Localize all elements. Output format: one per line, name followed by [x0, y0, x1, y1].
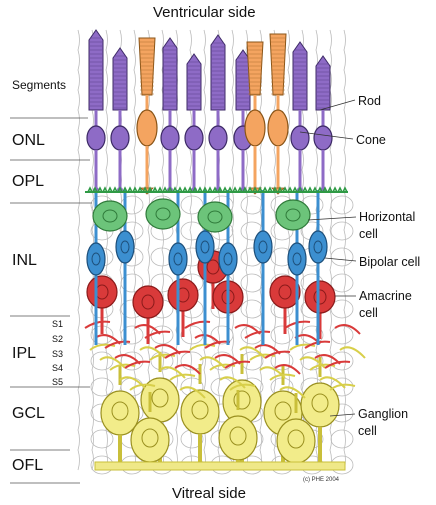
- mesh-cell: [331, 274, 353, 292]
- ganglion-cell: [301, 383, 339, 427]
- sublayer-label-s2: S2: [52, 335, 63, 344]
- sublayer-label-s3: S3: [52, 350, 63, 359]
- ganglion-process: [200, 357, 225, 368]
- photoreceptors: [87, 30, 332, 194]
- amacrine-process: [325, 362, 350, 368]
- layer-label-opl: OPL: [12, 174, 44, 190]
- amacrine-process: [205, 342, 230, 348]
- mesh-cell: [241, 196, 263, 214]
- label-amacrine-line2: cell: [359, 306, 378, 320]
- bipolar-cell: [169, 243, 187, 275]
- label-pointer-line: [308, 217, 356, 220]
- horizontal-cell: [146, 199, 180, 229]
- layer-label-onl: ONL: [12, 133, 45, 149]
- sublayer-label-s4: S4: [52, 364, 63, 373]
- mesh-cell: [91, 352, 113, 370]
- layer-label-gcl: GCL: [12, 406, 45, 422]
- horizontal-cell: [276, 200, 310, 230]
- ganglion-process: [340, 347, 365, 358]
- optic-fiber-bundle: [95, 462, 345, 470]
- sublayer-label-s5: S5: [52, 378, 63, 387]
- cone-soma: [137, 110, 157, 146]
- ventricular-side-title: Ventricular side: [153, 5, 256, 20]
- ganglion-process: [260, 367, 285, 378]
- layer-label-ofl: OFL: [12, 458, 43, 474]
- label-bipolar: Bipolar cell: [359, 255, 420, 269]
- rod-soma: [161, 126, 179, 150]
- rod-soma: [111, 126, 129, 150]
- mesh-strand: [78, 30, 80, 470]
- label-cone: Cone: [356, 133, 386, 147]
- ganglion-cell: [277, 419, 315, 463]
- amacrine-cell: [305, 281, 335, 313]
- amacrine-process: [125, 362, 150, 368]
- rod-outer-segment: [113, 48, 127, 110]
- mesh-cell: [241, 300, 263, 318]
- mesh-cell: [91, 430, 113, 448]
- mesh-cell: [331, 248, 353, 266]
- vitreal-side-title: Vitreal side: [172, 486, 246, 501]
- rod-soma: [314, 126, 332, 150]
- rod-soma: [87, 126, 105, 150]
- bipolar-cell: [254, 231, 272, 263]
- amacrine-cell: [133, 286, 163, 318]
- ganglion-cell: [219, 416, 257, 460]
- bipolar-cell: [288, 243, 306, 275]
- mesh-cell: [91, 378, 113, 396]
- bipolar-cell: [219, 243, 237, 275]
- horizontal-cell: [93, 201, 127, 231]
- amacrine-process: [335, 325, 360, 334]
- label-amacrine-line1: Amacrine: [359, 289, 412, 303]
- rod-outer-segment: [293, 42, 307, 110]
- layer-label-segments: Segments: [12, 79, 66, 91]
- mesh-cell: [241, 274, 263, 292]
- mesh-cell: [331, 196, 353, 214]
- amacrine-process: [225, 362, 250, 368]
- bipolar-cell: [309, 231, 327, 263]
- sublayer-label-s1: S1: [52, 320, 63, 329]
- mesh-cell: [331, 326, 353, 344]
- bipolar-cell: [87, 243, 105, 275]
- rod-soma: [209, 126, 227, 150]
- horizontal-cell: [198, 202, 232, 232]
- label-horizontal-line1: Horizontal: [359, 210, 415, 224]
- layer-label-ipl: IPL: [12, 346, 36, 362]
- bipolar-cell: [116, 231, 134, 263]
- label-ganglion-line1: Ganglion: [358, 407, 408, 421]
- copyright-note: (c) PHE 2004: [303, 477, 339, 483]
- rod-soma: [185, 126, 203, 150]
- amacrine-cell: [87, 276, 117, 308]
- label-rod: Rod: [358, 94, 381, 108]
- label-pointer-line: [325, 258, 356, 261]
- cone-outer-segment: [139, 38, 155, 95]
- amacrine-process: [245, 332, 270, 338]
- label-horizontal-line2: cell: [359, 227, 378, 241]
- cone-soma: [268, 110, 288, 146]
- cone-soma: [245, 110, 265, 146]
- ganglion-cell: [131, 418, 169, 462]
- mesh-cell: [271, 326, 293, 344]
- ganglion-cell: [181, 390, 219, 434]
- label-ganglion-line2: cell: [358, 424, 377, 438]
- rod-soma: [291, 126, 309, 150]
- amacrine-cell: [168, 279, 198, 311]
- mesh-cell: [331, 222, 353, 240]
- amacrine-process: [265, 352, 290, 358]
- mesh-cell: [331, 430, 353, 448]
- layer-label-inl: INL: [12, 253, 37, 269]
- ganglion-process: [160, 367, 185, 378]
- bipolar-cell: [196, 231, 214, 263]
